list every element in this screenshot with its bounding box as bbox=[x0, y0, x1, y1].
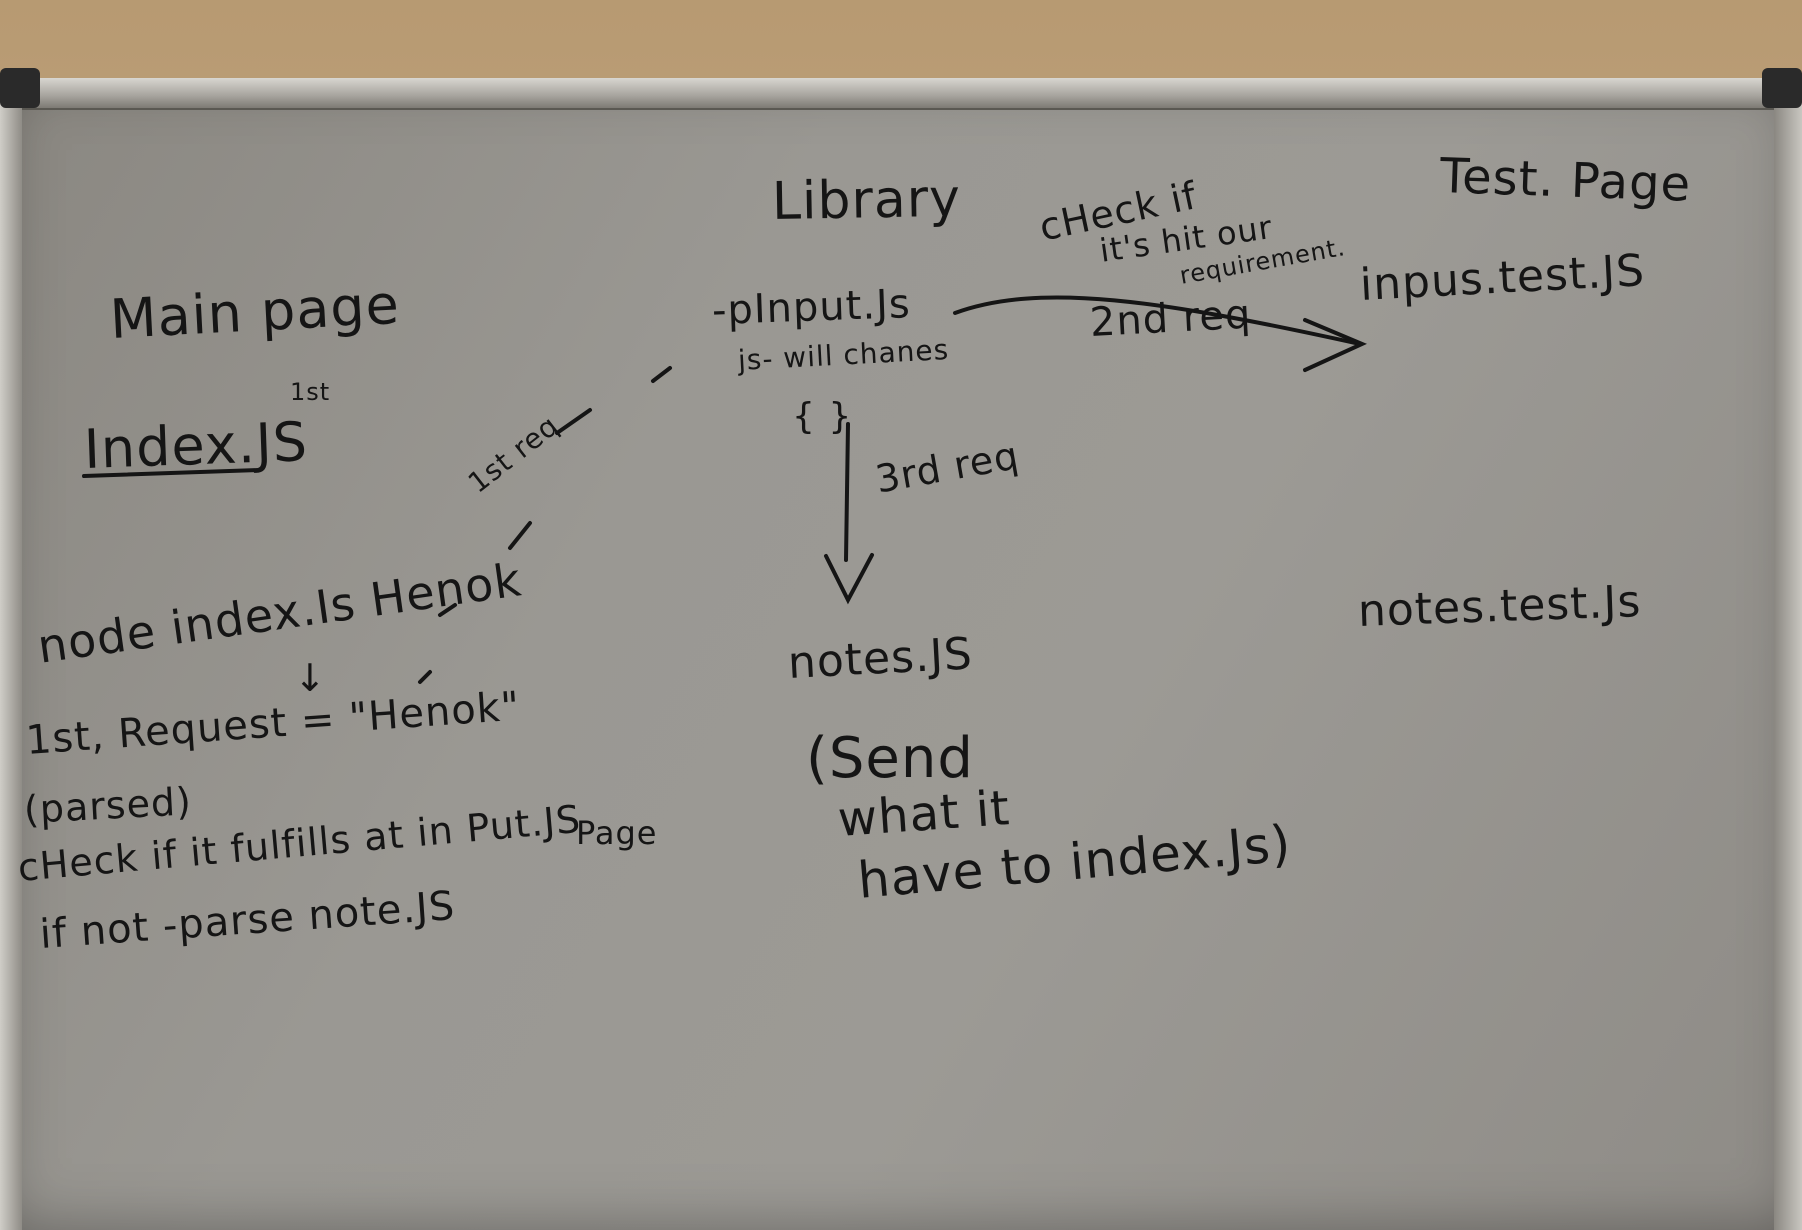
dashed-line-segment bbox=[508, 521, 532, 550]
check-line-page-text: Page bbox=[576, 814, 658, 852]
send-line-2: what it bbox=[836, 780, 1012, 848]
frame-corner-left bbox=[0, 68, 40, 108]
second-req-label: 2nd req bbox=[1088, 291, 1253, 346]
dashed-line-segment bbox=[438, 603, 457, 617]
whiteboard-frame-top bbox=[0, 78, 1802, 110]
dashed-line-segment bbox=[651, 366, 672, 383]
heading-test-page: Test. Page bbox=[1439, 148, 1693, 213]
notes-test-js-label: notes.test.Js bbox=[1357, 576, 1643, 637]
dashed-line-segment bbox=[418, 670, 432, 684]
whiteboard-frame-right bbox=[1774, 78, 1802, 1230]
braces-label: { } bbox=[792, 396, 853, 437]
index-js-marker: 1st bbox=[290, 378, 331, 406]
dashed-line-segment bbox=[555, 408, 592, 435]
down-arrow-glyph: ↓ bbox=[294, 656, 327, 700]
heading-library: Library bbox=[771, 168, 962, 232]
down-arrow-to-notes bbox=[844, 422, 850, 562]
send-line-1: (Send bbox=[806, 726, 974, 791]
arrowhead-down bbox=[824, 553, 874, 605]
notes-js-label: notes.JS bbox=[786, 628, 975, 689]
input-js-label: -pInput.Js bbox=[711, 281, 912, 334]
curved-arrow-to-inputs-test bbox=[953, 295, 1362, 346]
frame-corner-right bbox=[1762, 68, 1802, 108]
parsed-text: (parsed) bbox=[22, 779, 193, 832]
whiteboard-surface bbox=[0, 78, 1802, 1230]
index-js-label: Index.JS bbox=[82, 410, 309, 481]
whiteboard-frame-left bbox=[0, 78, 22, 1230]
underline-index-js bbox=[82, 468, 262, 478]
arrowhead-right bbox=[1303, 318, 1367, 372]
